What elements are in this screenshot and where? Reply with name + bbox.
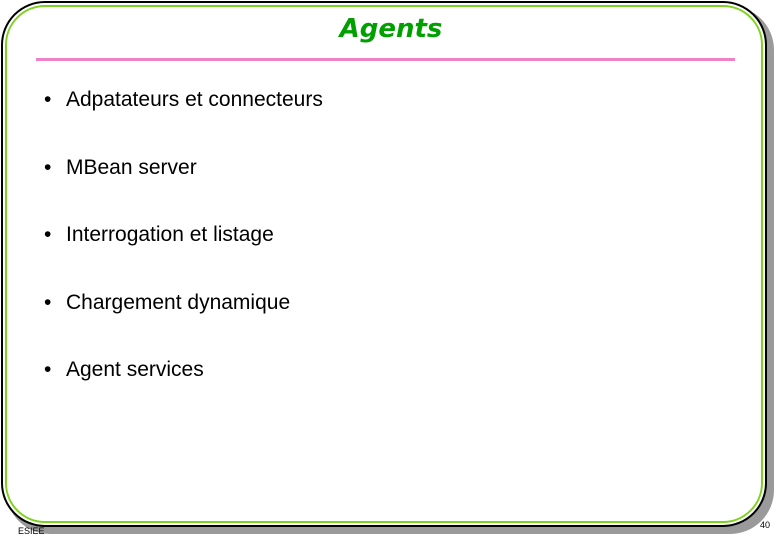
bullet-text: MBean server: [66, 155, 197, 179]
slide-title: Agents: [339, 14, 443, 44]
bullet-dot: •: [44, 88, 52, 111]
bullet-list: • Adpatateurs et connecteurs • MBean serve…: [44, 84, 323, 422]
bullet-dot: •: [44, 358, 52, 381]
bullet-text: Chargement dynamique: [66, 290, 291, 314]
bullet-item: • Agent services: [44, 354, 323, 422]
footer-label: ESIEE: [18, 526, 45, 536]
page-number: 40: [759, 520, 770, 530]
bullet-dot: •: [44, 290, 52, 314]
bullet-text: Interrogation et listage: [66, 223, 274, 246]
title-rule: [36, 58, 735, 61]
bullet-text: Agent services: [66, 358, 204, 381]
bullet-text: Adpatateurs et connecteurs: [66, 88, 323, 111]
bullet-item: • Chargement dynamique: [44, 287, 323, 355]
bullet-dot: •: [44, 155, 52, 179]
bullet-item: • Adpatateurs et connecteurs: [44, 84, 323, 152]
bullet-item: • MBean server: [44, 152, 323, 220]
bullet-dot: •: [44, 223, 52, 246]
slide-frame: [1, 1, 767, 527]
bullet-item: • Interrogation et listage: [44, 219, 323, 287]
